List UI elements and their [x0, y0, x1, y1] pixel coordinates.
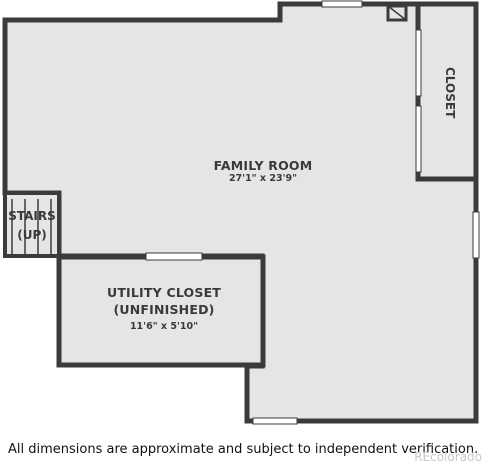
stairs: [3, 191, 61, 258]
window-bottom: [252, 417, 298, 425]
family-room-dimensions: 27'1" x 23'9": [228, 173, 298, 184]
stairs-direction: (UP): [17, 228, 47, 242]
utility-closet-status: (UNFINISHED): [113, 302, 215, 317]
closet: [386, 1, 479, 182]
window-top: [321, 0, 363, 8]
utility-closet-label: UTILITY CLOSET (UNFINISHED) 11'6" x 5'10…: [62, 284, 266, 335]
window-right: [472, 211, 480, 259]
dimensions-disclaimer: All dimensions are approximate and subje…: [8, 442, 479, 457]
family-room-label: FAMILY ROOM 27'1" x 23'9": [163, 158, 363, 184]
utility-closet-door-opening: [145, 252, 203, 261]
watermark-logo: REcolorado: [414, 450, 482, 464]
utility-closet-dimensions: 11'6" x 5'10": [129, 321, 199, 332]
stairs-label: STAIRS (UP): [2, 207, 62, 245]
closet-label: CLOSET: [443, 67, 457, 119]
utility-closet-name: UTILITY CLOSET: [106, 285, 222, 300]
utility-closet-room: [56, 254, 266, 368]
stairs-name: STAIRS: [8, 209, 56, 223]
family-room-name: FAMILY ROOM: [213, 158, 313, 173]
